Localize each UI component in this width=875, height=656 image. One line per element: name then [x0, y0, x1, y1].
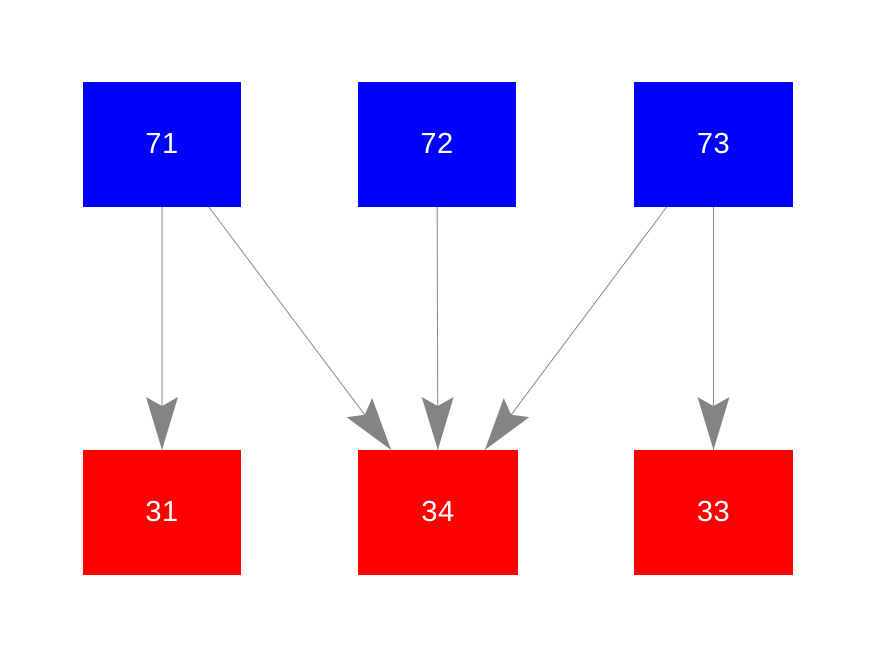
node-label: 31 — [145, 496, 179, 528]
node-label: 72 — [420, 128, 454, 160]
edge-72-34 — [421, 206, 454, 451]
edge-73-34 — [484, 206, 668, 451]
node-73: 73 — [634, 82, 793, 207]
node-71: 71 — [83, 82, 241, 207]
edge-71-34 — [208, 206, 392, 451]
node-label: 71 — [145, 128, 179, 160]
node-label: 33 — [696, 496, 731, 528]
node-72: 72 — [358, 82, 516, 207]
node-31: 31 — [83, 450, 241, 575]
node-label: 73 — [696, 128, 731, 160]
node-label: 34 — [421, 496, 455, 528]
node-34: 34 — [358, 450, 518, 575]
node-33: 33 — [634, 450, 793, 575]
